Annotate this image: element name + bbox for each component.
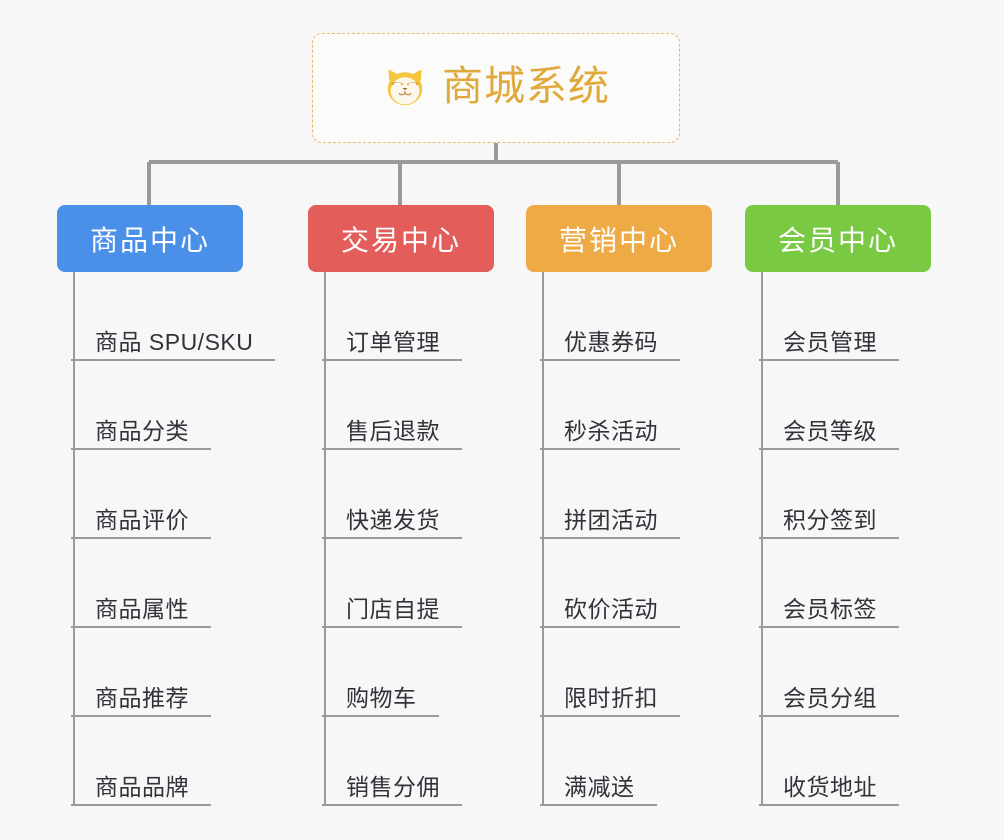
leaf-underline: 商品推荐: [71, 685, 211, 717]
leaf-rail: [761, 272, 763, 806]
leaf-underline: 会员标签: [759, 596, 899, 628]
leaf-underline: 门店自提: [322, 596, 462, 628]
leaf-underline: 砍价活动: [540, 596, 680, 628]
leaf-label: 商品评价: [95, 506, 189, 533]
leaf-label: 积分签到: [783, 506, 877, 533]
leaf-label: 砍价活动: [564, 595, 658, 622]
leaf-label: 快递发货: [346, 506, 440, 533]
leaf-item[interactable]: 限时折扣: [540, 628, 712, 717]
root-title: 商城系统: [442, 62, 610, 109]
leaf-underline: 商品属性: [71, 596, 211, 628]
leaf-underline: 收货地址: [759, 774, 899, 806]
leaf-label: 会员标签: [783, 595, 877, 622]
leaf-item[interactable]: 会员分组: [759, 628, 931, 717]
leaf-label: 优惠券码: [564, 328, 658, 355]
leaf-underline: 订单管理: [322, 329, 462, 361]
leaf-item[interactable]: 商品推荐: [71, 628, 243, 717]
leaf-item[interactable]: 门店自提: [322, 539, 494, 628]
leaf-list-3: 会员管理 会员等级 积分签到 会员标签 会员分组: [745, 272, 931, 806]
leaf-list-1: 订单管理 售后退款 快递发货 门店自提 购物车: [308, 272, 494, 806]
branch-会员中心: 会员中心 会员管理 会员等级 积分签到 会员标签: [745, 205, 931, 806]
leaf-label: 商品品牌: [95, 773, 189, 800]
leaf-label: 限时折扣: [564, 684, 658, 711]
leaf-item[interactable]: 积分签到: [759, 450, 931, 539]
branch-header-label: 会员中心: [777, 224, 898, 256]
leaf-item[interactable]: 商品属性: [71, 539, 243, 628]
leaf-item[interactable]: 满减送: [540, 717, 712, 806]
leaf-list-2: 优惠券码 秒杀活动 拼团活动 砍价活动 限时折扣: [526, 272, 712, 806]
branch-header-2[interactable]: 营销中心: [526, 205, 712, 272]
leaf-label: 销售分佣: [346, 773, 440, 800]
leaf-underline: 限时折扣: [540, 685, 680, 717]
leaf-item[interactable]: 商品品牌: [71, 717, 243, 806]
leaf-list-0: 商品 SPU/SKU 商品分类 商品评价 商品属性 商品推荐: [57, 272, 276, 806]
branch-营销中心: 营销中心 优惠券码 秒杀活动 拼团活动 砍价活动: [526, 205, 712, 806]
leaf-underline: 拼团活动: [540, 507, 680, 539]
leaf-item[interactable]: 售后退款: [322, 361, 494, 450]
leaf-label: 秒杀活动: [564, 417, 658, 444]
leaf-label: 商品分类: [95, 417, 189, 444]
leaf-label: 商品 SPU/SKU: [95, 328, 254, 355]
branch-交易中心: 交易中心 订单管理 售后退款 快递发货 门店自提: [308, 205, 494, 806]
leaf-underline: 秒杀活动: [540, 418, 680, 450]
leaf-label: 售后退款: [346, 417, 440, 444]
leaf-underline: 会员分组: [759, 685, 899, 717]
leaf-underline: 销售分佣: [322, 774, 462, 806]
leaf-label: 商品属性: [95, 595, 189, 622]
branch-header-3[interactable]: 会员中心: [745, 205, 931, 272]
leaf-rail: [542, 272, 544, 806]
leaf-underline: 会员等级: [759, 418, 899, 450]
branch-header-label: 商品中心: [89, 224, 210, 256]
branch-商品中心: 商品中心 商品 SPU/SKU 商品分类 商品评价 商品属性: [57, 205, 276, 806]
leaf-label: 门店自提: [346, 595, 440, 622]
leaf-underline: 商品品牌: [71, 774, 211, 806]
leaf-underline: 商品 SPU/SKU: [71, 328, 276, 361]
leaf-underline: 购物车: [322, 685, 439, 717]
leaf-rail: [73, 272, 75, 806]
branch-header-label: 营销中心: [558, 224, 679, 256]
leaf-item[interactable]: 商品 SPU/SKU: [71, 272, 276, 361]
leaf-item[interactable]: 秒杀活动: [540, 361, 712, 450]
leaf-label: 购物车: [346, 684, 417, 711]
root-node[interactable]: 商城系统: [312, 33, 680, 143]
leaf-underline: 快递发货: [322, 507, 462, 539]
leaf-label: 满减送: [564, 773, 635, 800]
leaf-label: 会员分组: [783, 684, 877, 711]
leaf-underline: 售后退款: [322, 418, 462, 450]
leaf-underline: 商品评价: [71, 507, 211, 539]
leaf-label: 会员等级: [783, 417, 877, 444]
leaf-item[interactable]: 优惠券码: [540, 272, 712, 361]
leaf-item[interactable]: 购物车: [322, 628, 494, 717]
leaf-label: 拼团活动: [564, 506, 658, 533]
branch-header-label: 交易中心: [340, 224, 461, 256]
leaf-item[interactable]: 收货地址: [759, 717, 931, 806]
leaf-underline: 优惠券码: [540, 329, 680, 361]
leaf-underline: 商品分类: [71, 418, 211, 450]
leaf-item[interactable]: 会员标签: [759, 539, 931, 628]
leaf-label: 会员管理: [783, 328, 877, 355]
leaf-item[interactable]: 会员管理: [759, 272, 931, 361]
dog-face-icon: [382, 65, 428, 111]
leaf-item[interactable]: 砍价活动: [540, 539, 712, 628]
leaf-label: 商品推荐: [95, 684, 189, 711]
leaf-item[interactable]: 订单管理: [322, 272, 494, 361]
leaf-underline: 满减送: [540, 774, 657, 806]
leaf-rail: [324, 272, 326, 806]
leaf-item[interactable]: 快递发货: [322, 450, 494, 539]
branch-header-0[interactable]: 商品中心: [57, 205, 243, 272]
leaf-underline: 积分签到: [759, 507, 899, 539]
leaf-label: 订单管理: [346, 328, 440, 355]
leaf-item[interactable]: 拼团活动: [540, 450, 712, 539]
leaf-item[interactable]: 商品分类: [71, 361, 243, 450]
leaf-underline: 会员管理: [759, 329, 899, 361]
leaf-item[interactable]: 会员等级: [759, 361, 931, 450]
leaf-item[interactable]: 销售分佣: [322, 717, 494, 806]
leaf-item[interactable]: 商品评价: [71, 450, 243, 539]
branch-header-1[interactable]: 交易中心: [308, 205, 494, 272]
leaf-label: 收货地址: [783, 773, 877, 800]
